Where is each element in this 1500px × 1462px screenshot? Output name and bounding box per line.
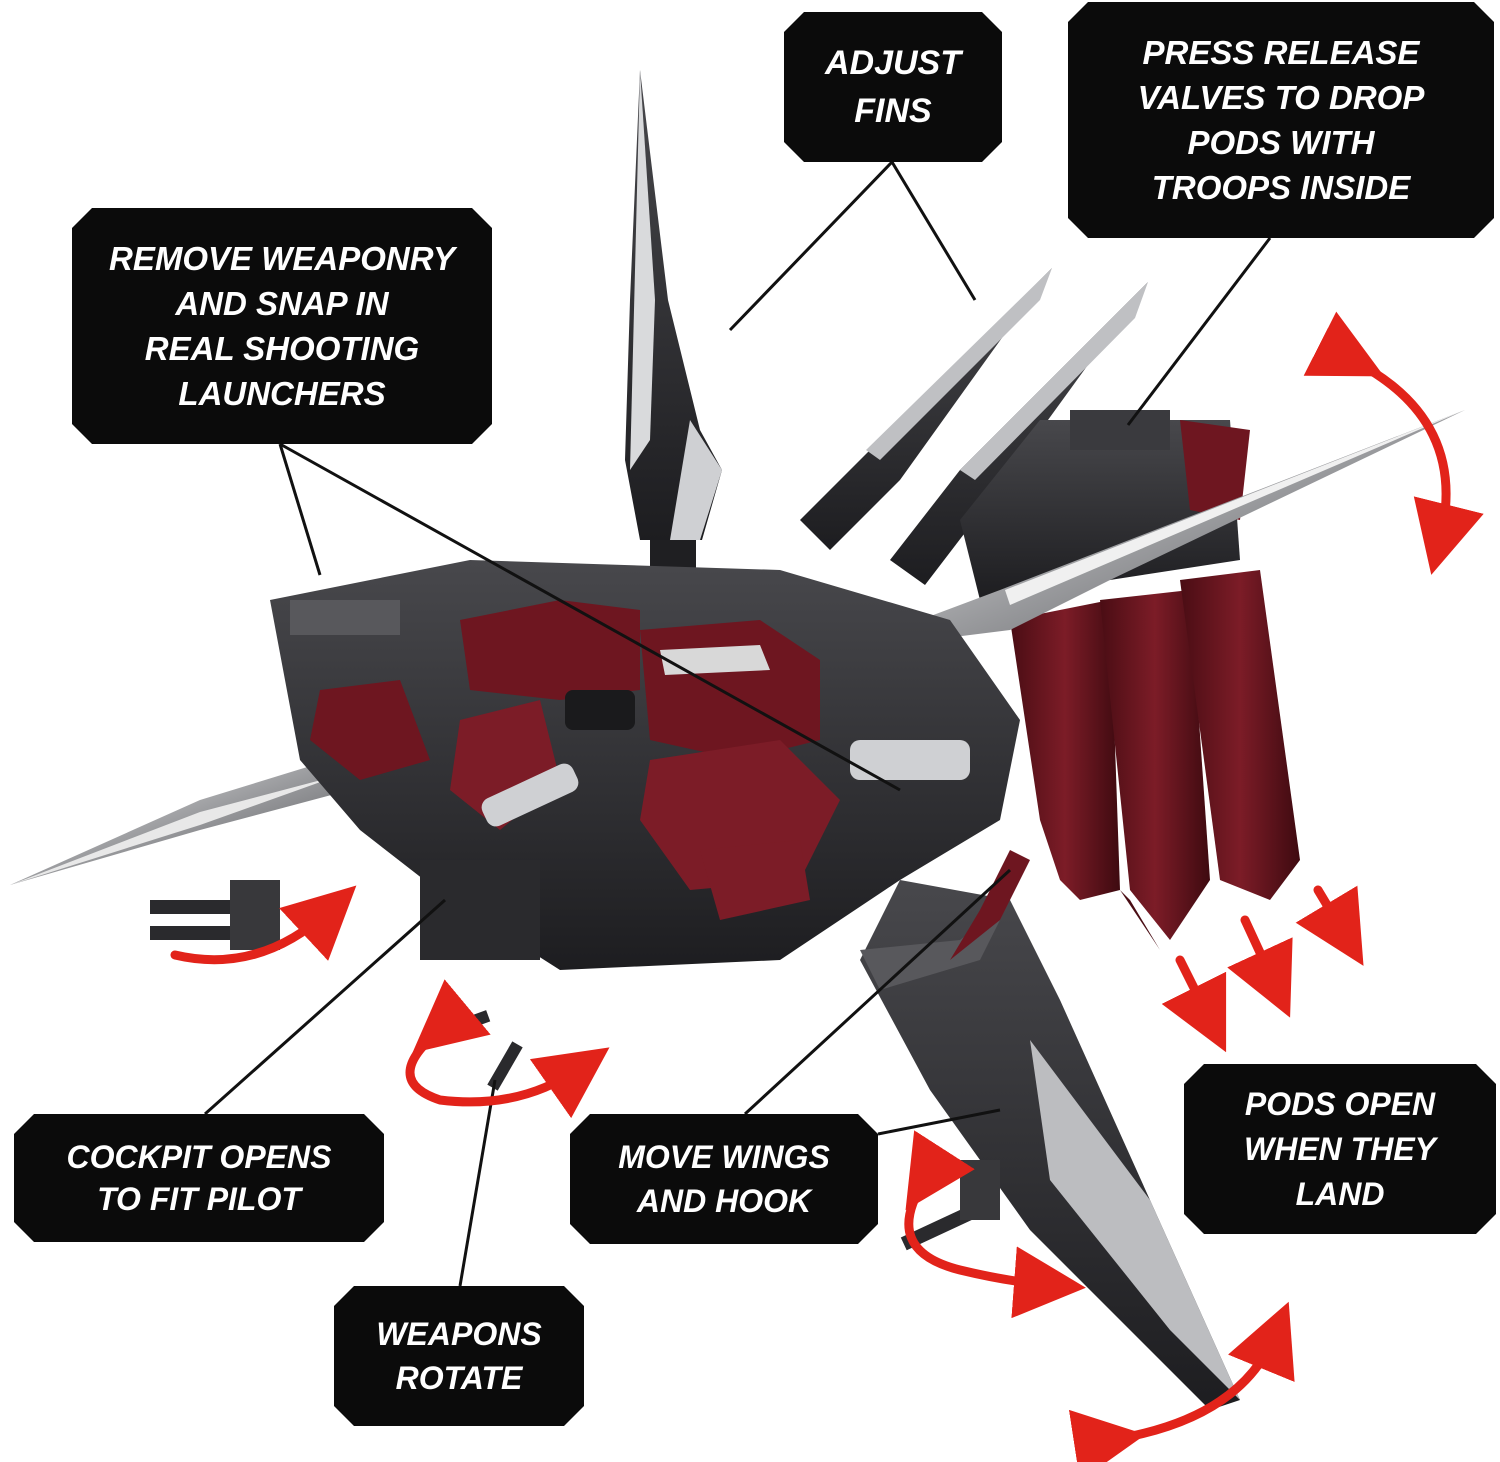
callout-pods-open-text: PODS OPEN WHEN THEY LAND [1244, 1085, 1436, 1212]
callout-move-wings-text: MOVE WINGS AND HOOK [618, 1139, 830, 1219]
motion-arrows [170, 311, 1484, 1462]
callout-cockpit: COCKPIT OPENS TO FIT PILOT [14, 1114, 384, 1242]
zoid-model [10, 70, 1465, 1410]
leader-valves [1126, 237, 1272, 426]
leader-cockpit [204, 898, 446, 1116]
callout-adjust-fins-text: ADJUST FINS [824, 44, 962, 130]
callout-remove-weaponry: REMOVE WEAPONRY AND SNAP IN REAL SHOOTIN… [72, 208, 492, 444]
pod-drop-arrow-3 [1295, 885, 1364, 966]
pod-drop-arrow-2 [1227, 915, 1293, 1018]
diagonal-fins [800, 268, 1148, 585]
callout-cockpit-text: COCKPIT OPENS TO FIT PILOT [66, 1139, 332, 1217]
hook [950, 850, 1030, 960]
fin-rotate-arrow [1303, 311, 1484, 575]
left-blade [10, 760, 350, 885]
wing-gun-rotate-arrow [904, 1130, 1086, 1319]
left-gun-rotate-arrow [170, 885, 357, 965]
wing-swing-arrow [1068, 1301, 1295, 1462]
main-body [270, 560, 1020, 970]
callout-weapons-rotate: WEAPONS ROTATE [334, 1286, 584, 1426]
leader-weaponry-2 [279, 442, 901, 792]
callout-release-valves: PRESS RELEASE VALVES TO DROP PODS WITH T… [1068, 2, 1494, 238]
leader-hook [743, 868, 1012, 1116]
belly-gun-rotate-arrow [405, 979, 610, 1119]
pod-rack [960, 410, 1250, 600]
callout-weapons-rotate-text: WEAPONS ROTATE [376, 1316, 542, 1396]
leader-wings [877, 1108, 1001, 1136]
leader-rotate [458, 1079, 497, 1287]
leader-weaponry-1 [278, 443, 322, 576]
callout-pods-open: PODS OPEN WHEN THEY LAND [1184, 1064, 1496, 1234]
callout-adjust-fins: ADJUST FINS [784, 12, 1002, 162]
pod-drop-arrow-1 [1161, 955, 1227, 1053]
top-fin [625, 70, 722, 580]
callout-move-wings: MOVE WINGS AND HOOK [570, 1114, 878, 1244]
callout-release-valves-text: PRESS RELEASE VALVES TO DROP PODS WITH T… [1137, 34, 1425, 206]
leader-fins-left [728, 160, 894, 332]
leader-fins-right [890, 161, 977, 301]
drop-pods [1010, 570, 1300, 950]
callout-remove-weaponry-text: REMOVE WEAPONRY AND SNAP IN REAL SHOOTIN… [109, 240, 455, 412]
